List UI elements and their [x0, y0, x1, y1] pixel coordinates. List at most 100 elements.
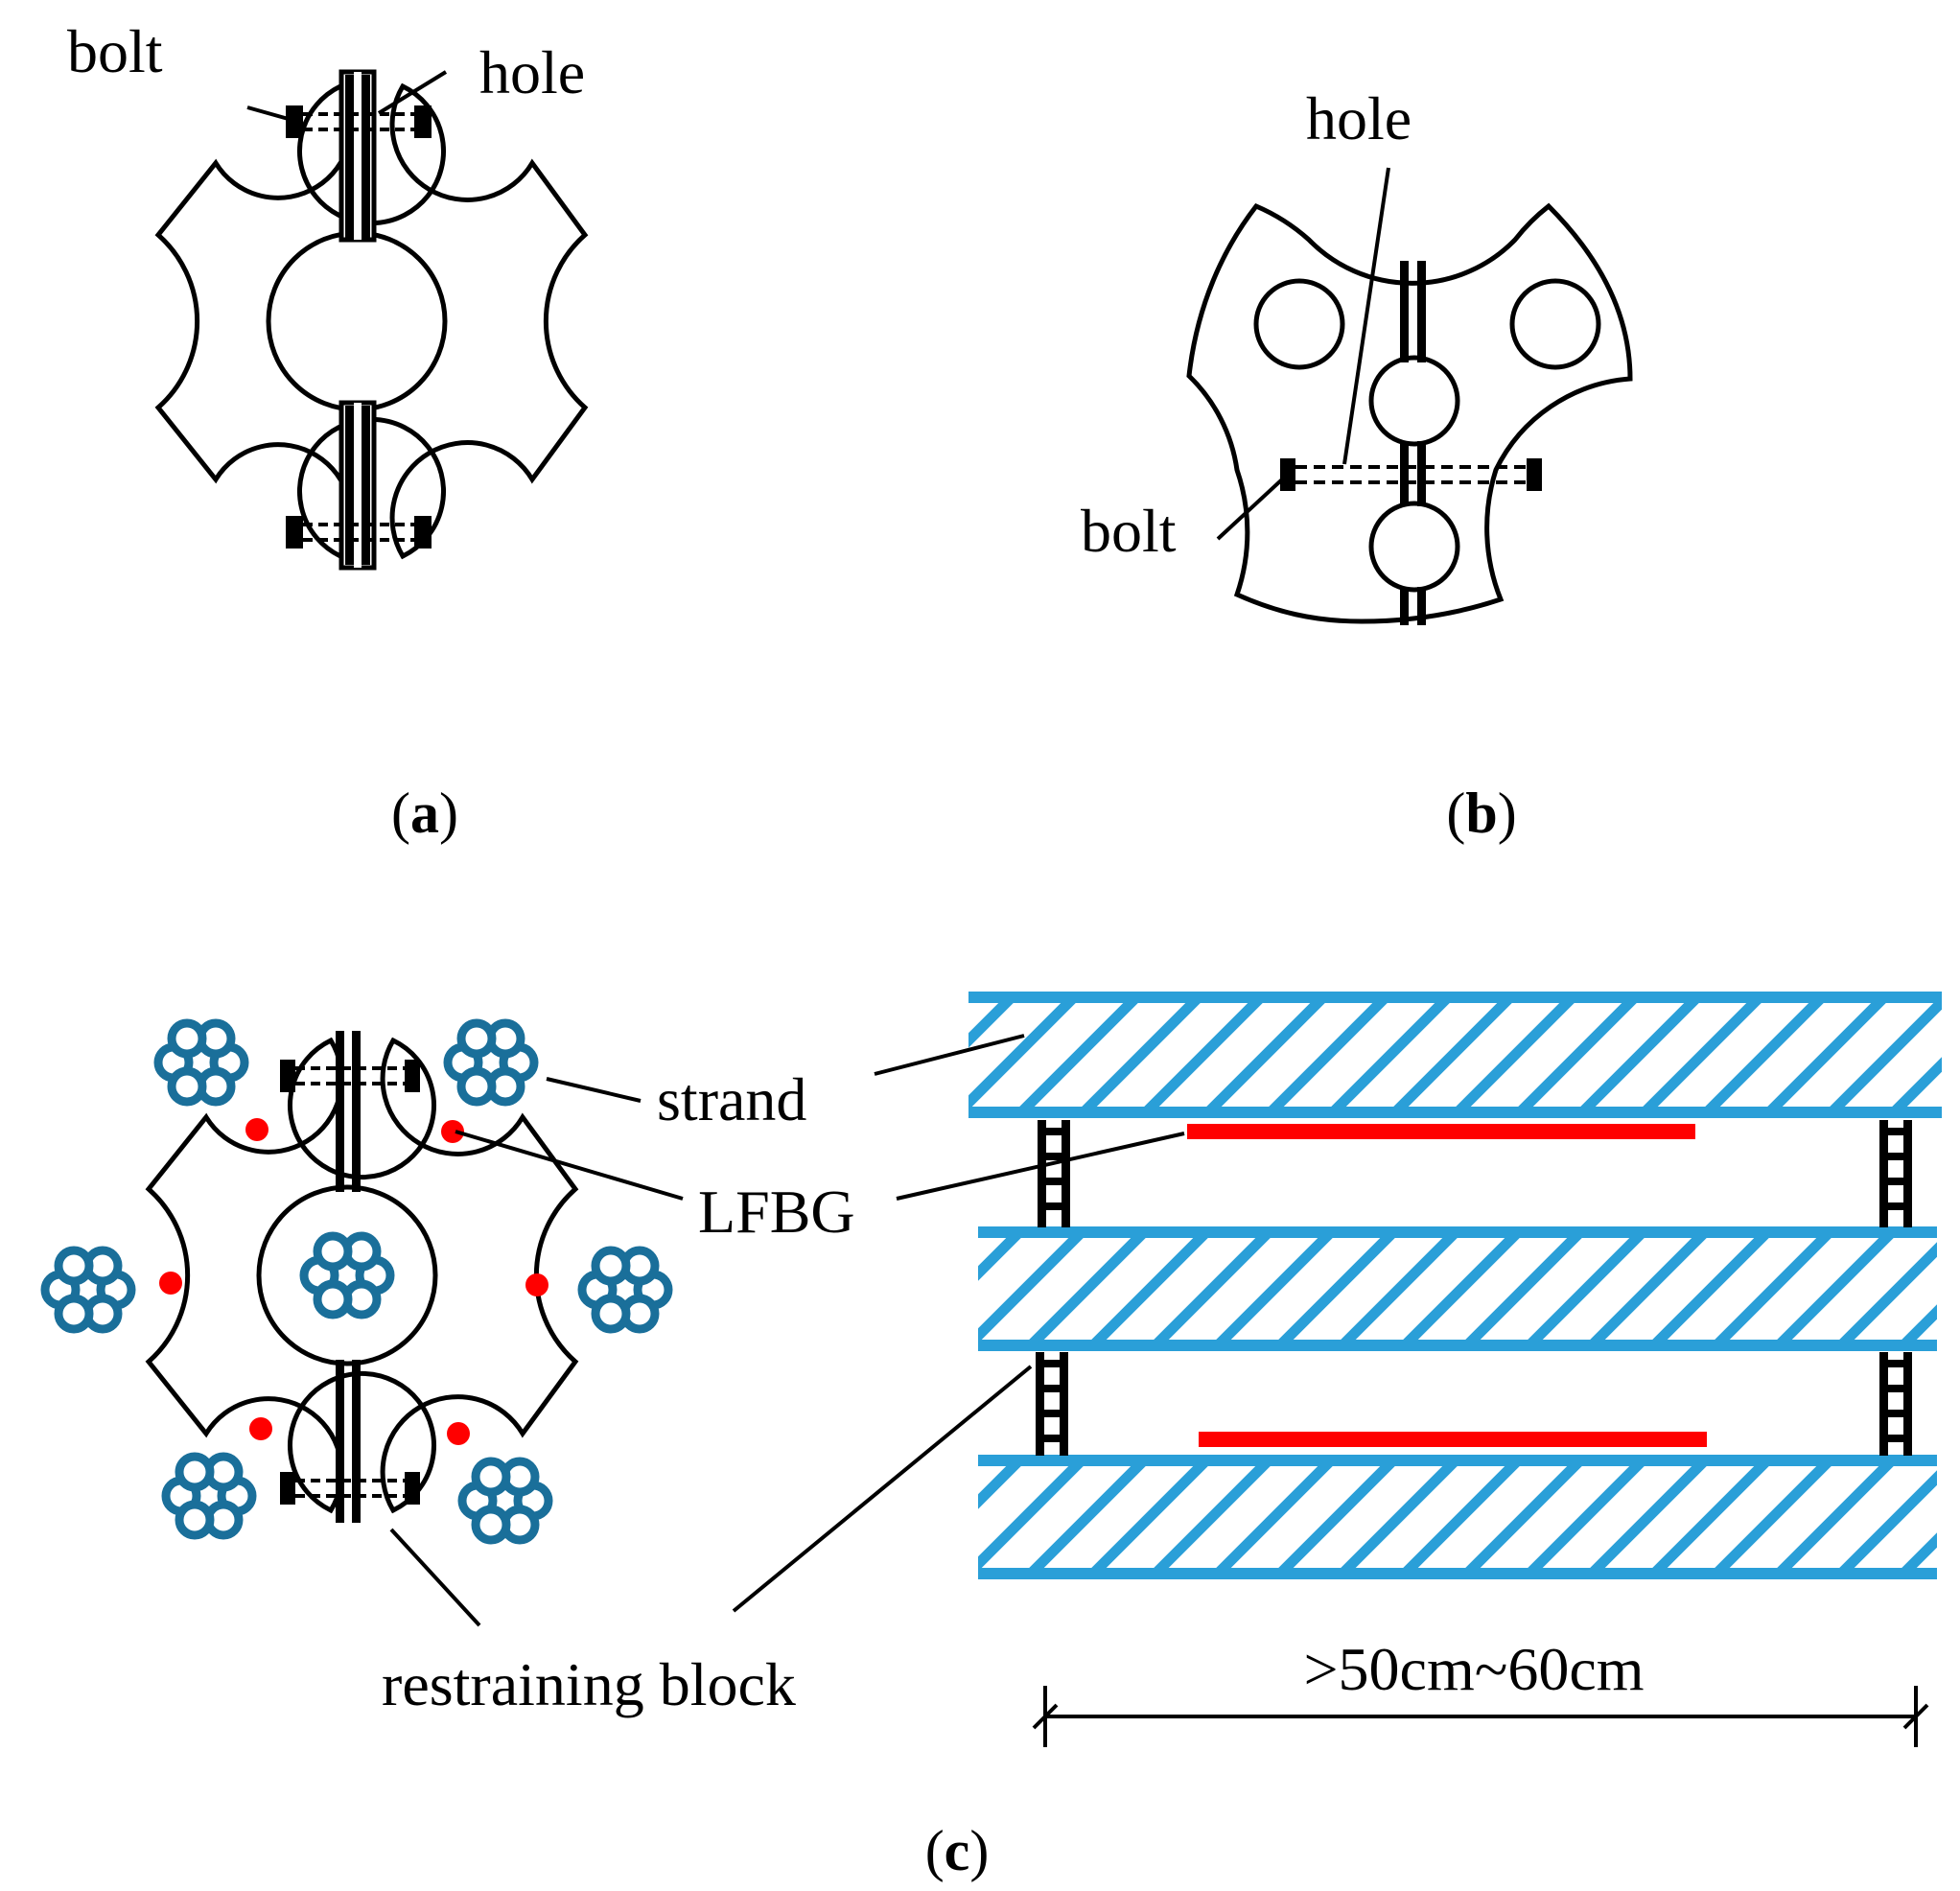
caption-b: (b) — [1446, 782, 1516, 845]
strand-band-middle — [844, 1226, 1937, 1351]
strand-bundle — [457, 1457, 553, 1545]
center-hole-b-upper — [1368, 355, 1460, 447]
hatch-line — [1516, 993, 1639, 1116]
hatch-line — [1463, 1457, 1584, 1577]
strand-wire — [54, 1294, 94, 1334]
bolt-a-bottom — [286, 516, 432, 549]
caption-c: (c) — [925, 1819, 990, 1882]
hatch-line — [1017, 993, 1140, 1116]
hatch-line — [1027, 1457, 1148, 1577]
hatch-line — [1401, 1457, 1522, 1577]
restraining-block-ladder — [1879, 1352, 1912, 1456]
hatch-line — [1956, 997, 1960, 1112]
hatch-line — [1578, 993, 1701, 1116]
hatch-line — [1890, 1057, 1942, 1116]
hatch-line — [1526, 1228, 1646, 1349]
hatch-line — [978, 1457, 1085, 1572]
hatch-line — [1142, 993, 1265, 1116]
restraining-block-ladder — [1036, 1352, 1068, 1456]
lfbg-sensor-dot — [249, 1417, 272, 1440]
panel-b: hole bolt (b) — [1081, 84, 1633, 845]
hatch-line — [1152, 1228, 1272, 1349]
strand-wire — [456, 1018, 497, 1059]
side-hole-b-right — [1509, 278, 1601, 370]
strand-wire — [175, 1500, 215, 1540]
hole-label-a: hole — [479, 38, 585, 106]
hatch-line — [1463, 1228, 1584, 1349]
hatch-line — [978, 1228, 1085, 1343]
lfbg-bar-lower — [1199, 1432, 1707, 1447]
hatch-line — [844, 1460, 957, 1574]
restraining-block-ladder — [1879, 1120, 1912, 1227]
hatch-line — [844, 1232, 957, 1345]
strand-wire — [167, 1066, 207, 1107]
hatch-line — [1775, 1228, 1896, 1349]
hatch-line — [1454, 993, 1576, 1116]
hatch-line — [1765, 993, 1888, 1116]
hatch-line — [978, 1228, 1023, 1281]
lfbg-sensor-dot — [245, 1118, 268, 1141]
hatch-line — [1703, 993, 1826, 1116]
hatch-line — [1391, 993, 1514, 1116]
hatch-line — [1650, 1457, 1771, 1577]
side-hole-b-left — [1253, 278, 1345, 370]
restraining-block-ladder — [1038, 1120, 1070, 1227]
strand-leader-right — [874, 1034, 1025, 1076]
hatch-line — [1204, 993, 1327, 1116]
bolt-label-b: bolt — [1081, 497, 1177, 565]
panel-c-longitudinal: >50cm~60cm — [834, 992, 1960, 1747]
strand-wire — [471, 1505, 511, 1545]
strand-bundle — [443, 1018, 539, 1107]
strand-bundles — [40, 1018, 673, 1545]
strand-bundle — [577, 1246, 673, 1334]
hatch-line — [834, 997, 949, 1112]
strand-band-top — [834, 992, 1960, 1118]
hatch-line — [1214, 1228, 1335, 1349]
hatch-line — [1713, 1457, 1833, 1577]
panel-a: bolt hole (a) — [67, 17, 589, 845]
lfbg-sensor-dot — [159, 1272, 182, 1295]
hatch-line — [1526, 1457, 1646, 1577]
panel-c-cross-section — [40, 1018, 673, 1545]
hatch-line — [1837, 1470, 1937, 1577]
hatch-line — [1775, 1457, 1896, 1577]
hatch-line — [1089, 1228, 1210, 1349]
hatch-line — [1900, 1532, 1937, 1577]
strand-wire — [54, 1246, 94, 1286]
strand-label: strand — [657, 1065, 806, 1133]
dimension-line — [1032, 1686, 1929, 1747]
bolt-leader-a — [246, 105, 303, 125]
hatch-line — [978, 1457, 1023, 1509]
hatch-line — [1641, 993, 1763, 1116]
hatch-line — [1267, 993, 1389, 1116]
strand-wire — [456, 1066, 497, 1107]
hatch-line — [1713, 1228, 1833, 1349]
hatch-line — [1027, 1228, 1148, 1349]
lfbg-sensor-dot — [447, 1422, 470, 1445]
hatch-line — [968, 993, 1015, 1048]
hole-leader-b — [1342, 167, 1390, 465]
strand-wire — [591, 1294, 631, 1334]
hatch-line — [1401, 1228, 1522, 1349]
lfbg-sensor-dot — [441, 1120, 464, 1143]
bolt-c-top — [280, 1060, 420, 1092]
strand-band-bottom — [844, 1455, 1937, 1579]
hatch-line — [1837, 1242, 1937, 1349]
lfbg-sensor-dot — [525, 1273, 548, 1296]
lfbg-bar-upper — [1187, 1124, 1695, 1139]
restraining-blocks-longitudinal — [1036, 1120, 1912, 1456]
lfbg-leader-right — [896, 1132, 1185, 1201]
center-hole-b-lower — [1368, 501, 1460, 593]
restraining-block-b-outline — [1186, 202, 1633, 624]
hatch-line — [1339, 1457, 1459, 1577]
lfbg-sensors — [159, 1118, 548, 1445]
strand-wire — [175, 1452, 215, 1492]
bolt-leader-b — [1216, 478, 1284, 541]
strand-bundle — [153, 1018, 249, 1107]
panel-c-annotations: strand LFBG restraining block (c) — [382, 1034, 1185, 1882]
strand-bundle — [299, 1231, 395, 1319]
strand-wire — [591, 1246, 631, 1286]
lfbg-leader-left — [455, 1130, 684, 1201]
strand-bundle — [161, 1452, 257, 1540]
